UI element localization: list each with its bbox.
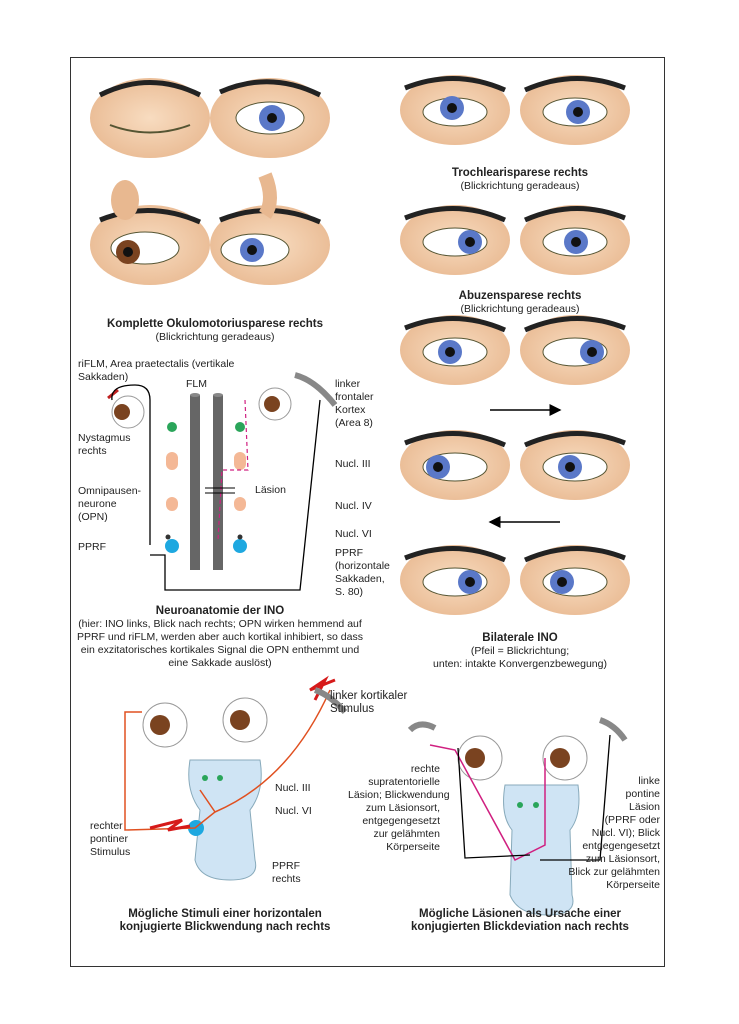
caption-title: Mögliche Stimuli einer horizontalen: [90, 908, 360, 921]
label-pprf: PPRF: [78, 541, 106, 554]
label-nucl-iii: Nucl. III: [335, 458, 371, 471]
label-b-nucl-iii: Nucl. III: [275, 782, 311, 795]
caption-okulomotorius: Komplette Okulomotoriusparese rechts (Bl…: [90, 318, 340, 344]
caption-line: ein exzitatorisches kortikales Signal di…: [75, 644, 365, 657]
caption-sub: (Blickrichtung geradeaus): [460, 180, 579, 192]
caption-title: konjugierte Blickwendung nach rechts: [90, 921, 360, 934]
eye-pair-ptosis: [90, 78, 330, 158]
caption-title: Bilaterale INO: [405, 632, 635, 645]
label-nucl-vi: Nucl. VI: [335, 528, 372, 541]
caption-neuroanatomie: Neuroanatomie der INO (hier: INO links, …: [75, 605, 365, 670]
eye-pair-lifted: [90, 175, 330, 285]
stimuli-diagram: [125, 680, 345, 880]
eye-pair-ino-left-gaze: [400, 430, 630, 522]
caption-sub: unten: intakte Konvergenzbewegung): [405, 658, 635, 671]
label-nucl-iv: Nucl. IV: [335, 500, 372, 513]
label-b-nucl-vi: Nucl. VI: [275, 805, 312, 818]
eye-pair-abduzens: [400, 205, 630, 275]
caption-title: Abuzensparese rechts: [430, 290, 610, 303]
caption-bilateral-ino: Bilaterale INO (Pfeil = Blickrichtung; u…: [405, 632, 635, 671]
caption-trochlearis: Trochlearisparese rechts (Blickrichtung …: [430, 167, 610, 193]
caption-line: (hier: INO links, Blick nach rechts; OPN…: [75, 618, 365, 631]
caption-laesionen: Mögliche Läsionen als Ursache einer konj…: [385, 908, 655, 934]
ino-neuroanatomy-diagram: [108, 375, 335, 590]
eye-pair-trochlearis: [400, 75, 630, 145]
caption-sub: (Blickrichtung geradeaus): [155, 331, 274, 343]
label-laesion: Läsion: [255, 484, 286, 497]
caption-line: PPRF und riFLM, werden aber auch kortika…: [75, 631, 365, 644]
caption-title: Trochlearisparese rechts: [430, 167, 610, 180]
caption-sub: (Pfeil = Blickrichtung;: [405, 645, 635, 658]
caption-title: Neuroanatomie der INO: [75, 605, 365, 618]
caption-stimuli: Mögliche Stimuli einer horizontalen konj…: [90, 908, 360, 934]
caption-title: Komplette Okulomotoriusparese rechts: [90, 318, 340, 331]
caption-sub: (Blickrichtung geradeaus): [460, 303, 579, 315]
caption-title: konjugierten Blickdeviation nach rechts: [385, 921, 655, 934]
caption-title: Mögliche Läsionen als Ursache einer: [385, 908, 655, 921]
caption-abduzens: Abuzensparese rechts (Blickrichtung gera…: [430, 290, 610, 316]
label-opn: Omnipausen-neurone(OPN): [78, 485, 141, 524]
label-flm: FLM: [186, 378, 207, 391]
eye-pair-ino-right-gaze: [400, 315, 630, 410]
caption-line: eine Sakkade auslöst): [75, 657, 365, 670]
eye-pair-convergence: [400, 545, 630, 615]
